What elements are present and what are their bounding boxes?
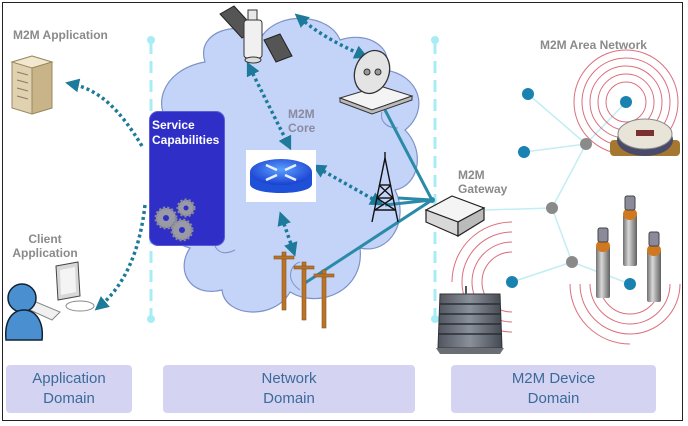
m2m-core-line1: M2M — [288, 107, 315, 121]
domain-line2: Domain — [263, 390, 315, 407]
client-application-line1: Client — [28, 232, 62, 246]
tank-icon — [436, 286, 504, 354]
domain-line2: Domain — [527, 390, 580, 407]
client-user-icon — [5, 283, 44, 341]
m2m-area-network-label: M2M Area Network — [540, 38, 647, 52]
monitor-icon — [29, 261, 95, 321]
power-poles-icon — [273, 251, 335, 329]
separator-cap — [147, 36, 155, 44]
water-meter-icon — [610, 118, 680, 156]
sensor-node — [620, 96, 632, 108]
service-capabilities-label: Service Capabilities — [150, 112, 224, 148]
relay-node — [566, 256, 578, 268]
m2m-gateway-line1: M2M — [458, 168, 485, 182]
gears-icon — [154, 198, 196, 242]
separator-cap — [147, 315, 155, 323]
area-network-nodes — [506, 88, 636, 290]
m2m-application-label: M2M Application — [13, 28, 108, 42]
m2m-device-domain-box: M2M Device Domain — [451, 365, 656, 413]
separator-cap — [431, 36, 439, 44]
cell-tower-icon — [371, 152, 399, 223]
relay-node — [580, 138, 592, 150]
sensor-node — [624, 278, 636, 290]
service-capabilities-line2: Capabilities — [152, 133, 220, 147]
arrow-to-m2m-application — [65, 78, 144, 147]
backhaul-links — [304, 109, 434, 285]
satellite-icon — [219, 5, 293, 64]
m2m-gateway-line2: Gateway — [458, 182, 508, 196]
diagram-frame — [2, 2, 683, 421]
service-capabilities-box: Service Capabilities — [149, 111, 225, 246]
link-junction — [429, 197, 435, 203]
client-application-line2: Application — [12, 246, 78, 260]
sensor-node — [518, 146, 530, 158]
m2m-core-label: M2M Core — [288, 107, 315, 135]
m2m-gateway-label: M2M Gateway — [458, 168, 507, 196]
client-application-label: Client Application — [10, 232, 80, 260]
m2m-core-line2: Core — [288, 121, 316, 135]
gateway-box-icon — [424, 195, 486, 238]
server-icon — [10, 55, 54, 115]
domain-line1: Application — [32, 370, 106, 387]
network-domain-box: Network Domain — [163, 365, 415, 413]
router-icon — [250, 159, 312, 193]
relay-node — [546, 202, 558, 214]
gas-cylinders-icon — [596, 195, 661, 302]
satellite-dish-icon — [338, 49, 414, 115]
sensor-node — [506, 276, 518, 288]
service-capabilities-line1: Service — [152, 118, 195, 132]
domain-line2: Domain — [43, 390, 95, 407]
domain-line1: Network — [261, 370, 317, 387]
dotted-arrows — [246, 13, 385, 257]
area-network-links — [484, 93, 631, 285]
cloud-fold — [290, 261, 301, 291]
separator-cap — [431, 315, 439, 323]
arrow-to-client-application — [94, 204, 147, 311]
application-domain-box: Application Domain — [6, 365, 132, 413]
domain-line1: M2M Device — [511, 370, 596, 387]
sensor-node — [522, 88, 534, 100]
